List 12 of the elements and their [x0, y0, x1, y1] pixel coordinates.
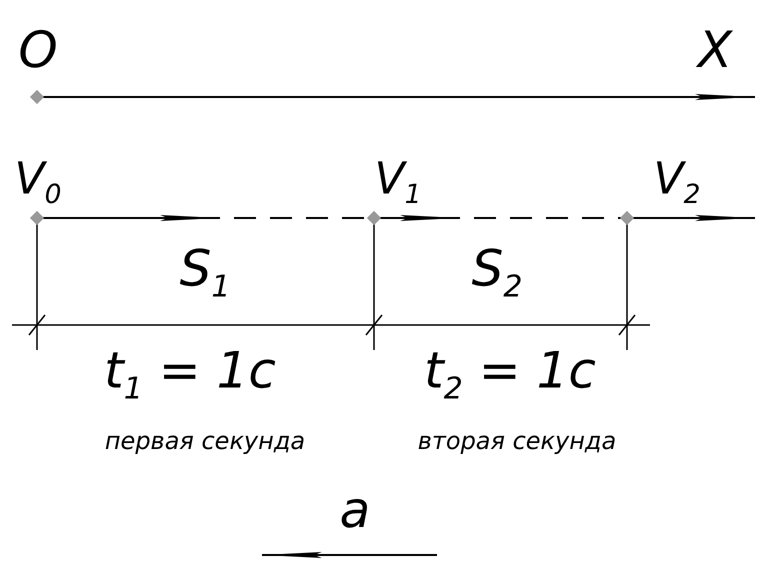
caption: вторая секунда: [418, 429, 616, 453]
caption: первая секунда: [104, 429, 306, 453]
axis-label: O: [18, 25, 58, 75]
time-label: t$_{1}$ = 1с: [104, 346, 276, 404]
velocity-label: V$_{2}$: [654, 157, 700, 209]
acceleration-label: a: [340, 485, 370, 535]
axis-label: X: [698, 25, 732, 75]
distance-label: S$_{1}$: [180, 244, 230, 302]
distance-label: S$_{2}$: [472, 244, 522, 302]
time-label: t$_{2}$ = 1с: [424, 346, 596, 404]
velocity-label: V$_{1}$: [374, 157, 422, 209]
velocity-label: V$_{0}$: [14, 157, 62, 209]
